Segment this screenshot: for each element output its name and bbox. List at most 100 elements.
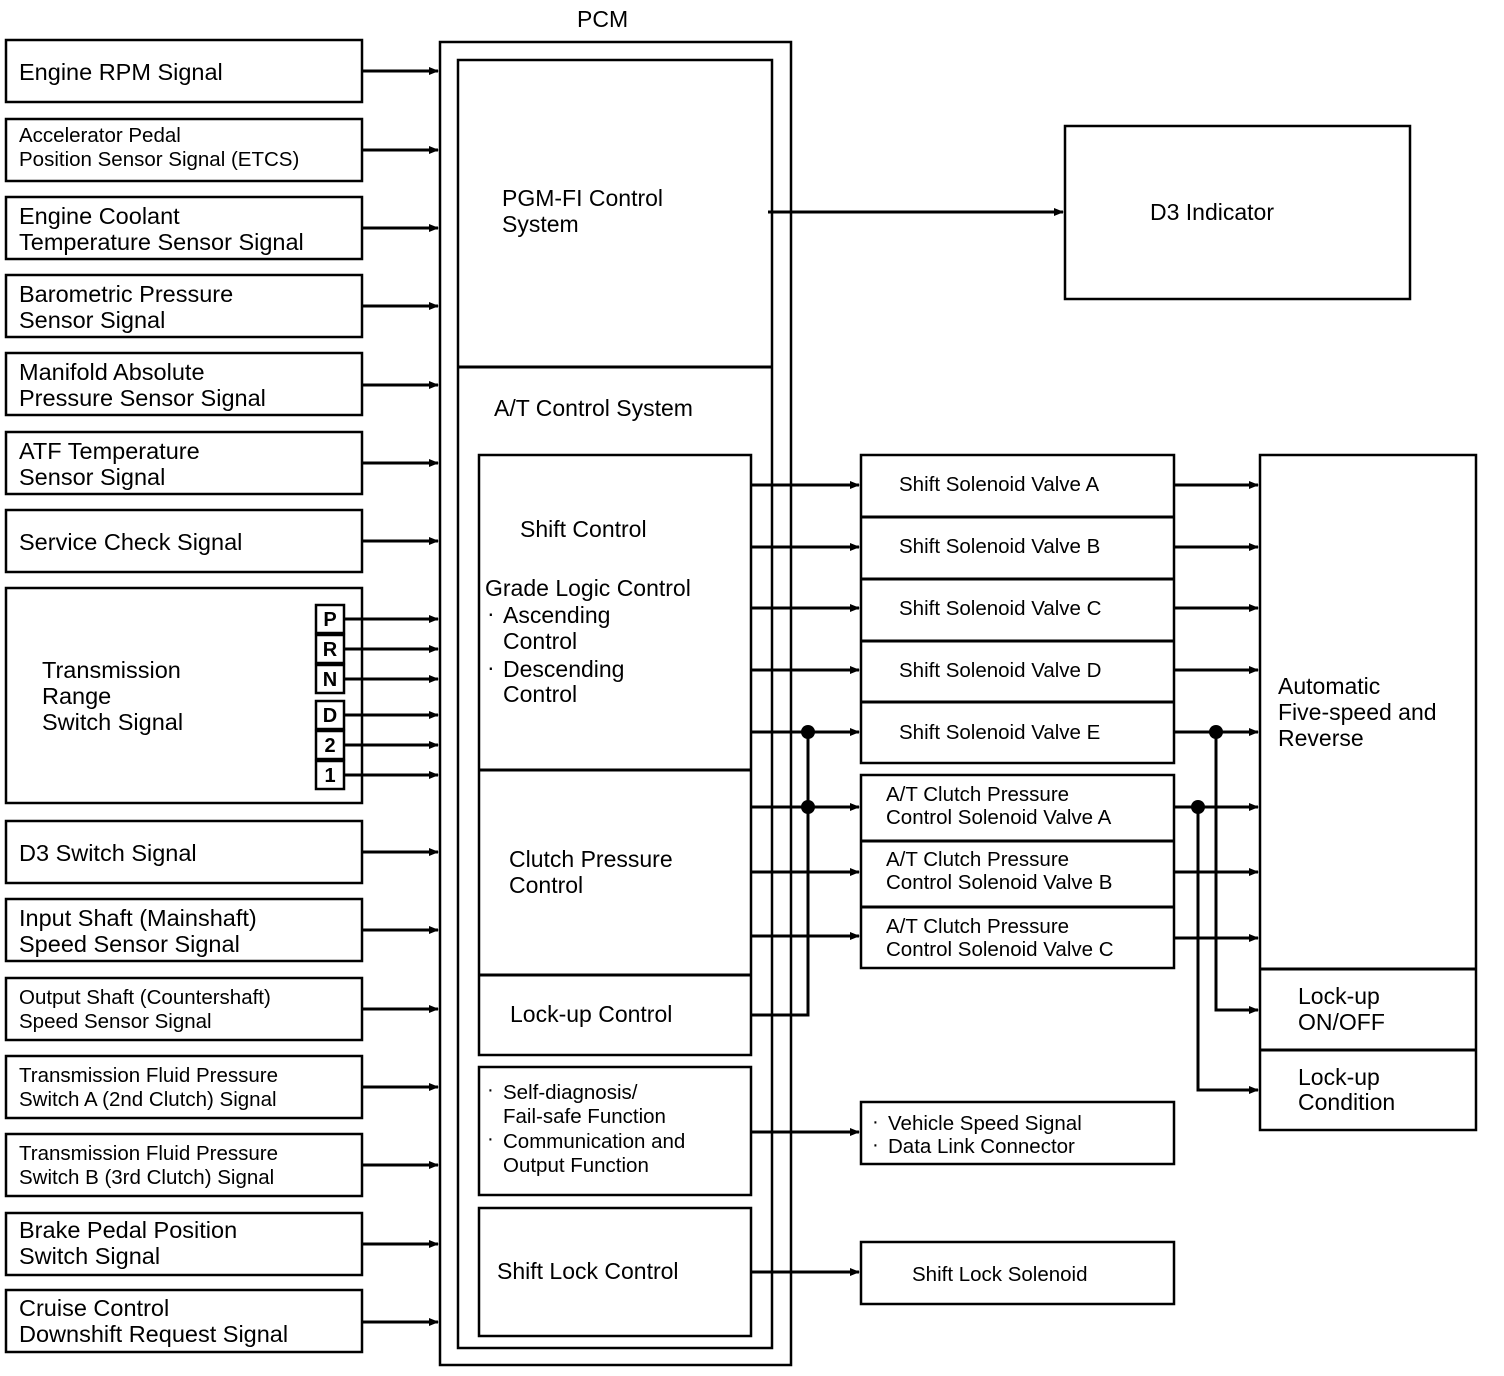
bullet-dot: ·	[872, 1110, 879, 1133]
input-box	[4, 819, 364, 885]
input-label: Engine RPM Signal	[19, 59, 223, 85]
d3-indicator-label: D3 Indicator	[1150, 199, 1274, 225]
shift-solenoid-stack: Shift Solenoid Valve A Shift Solenoid Va…	[859, 453, 1176, 765]
input-label: Speed Sensor Signal	[19, 931, 240, 957]
junction-dot	[801, 800, 815, 814]
shift-solenoid-a-label: Shift Solenoid Valve A	[899, 473, 1100, 496]
clutch-solenoid-b-line1: A/T Clutch Pressure	[886, 848, 1069, 871]
input-label: Cruise Control	[19, 1295, 169, 1321]
input-arrows	[344, 67, 439, 1326]
shift-lock-solenoid-box	[859, 1240, 1176, 1306]
lockup-condition-connector	[1196, 807, 1259, 1094]
range-box-n	[314, 663, 346, 695]
lockup-onoff-connector	[1214, 732, 1259, 1014]
lockup-onoff-line2: ON/OFF	[1298, 1009, 1385, 1035]
input-box	[4, 117, 364, 183]
input-label: Position Sensor Signal (ETCS)	[19, 148, 299, 171]
solenoid-output-arrows	[1174, 481, 1259, 1094]
input-label: Engine Coolant	[19, 203, 180, 229]
shift-solenoid-d-label: Shift Solenoid Valve D	[899, 659, 1101, 682]
self-diagnosis-box	[477, 1065, 753, 1197]
input-label: Switch B (3rd Clutch) Signal	[19, 1166, 274, 1189]
bullet-dot: ·	[487, 654, 495, 680]
at-control-system-title: A/T Control System	[494, 395, 693, 421]
input-label: Downshift Request Signal	[19, 1321, 288, 1347]
input-box	[4, 1132, 364, 1198]
shift-solenoid-b-label: Shift Solenoid Valve B	[899, 535, 1100, 558]
shift-lock-control-box	[477, 1206, 753, 1338]
input-label: Output Shaft (Countershaft)	[19, 986, 271, 1009]
junction-dot	[1191, 800, 1205, 814]
self-diag-line2: Fail-safe Function	[503, 1105, 666, 1128]
shift-control-box	[477, 453, 753, 1057]
input-label: Transmission	[42, 657, 181, 683]
pcm-output-arrows	[751, 481, 860, 1276]
junction-dot	[1209, 725, 1223, 739]
input-box	[4, 195, 364, 261]
range-box-2	[314, 729, 346, 761]
junction-dot	[801, 725, 815, 739]
input-box	[4, 508, 364, 574]
input-box	[4, 38, 364, 104]
d3-indicator-box	[1063, 124, 1412, 301]
input-label: Sensor Signal	[19, 464, 165, 490]
input-box	[4, 273, 364, 339]
input-label: Switch A (2nd Clutch) Signal	[19, 1088, 277, 1111]
transmission-label-line1: Automatic	[1278, 673, 1380, 699]
clutch-solenoid-a-line2: Control Solenoid Valve A	[886, 806, 1112, 829]
bullet-dot: ·	[872, 1133, 879, 1156]
pgmfi-control-system: PGM-FI Control System	[502, 185, 663, 237]
clutch-solenoid-box	[859, 773, 1176, 970]
pgmfi-label-line1: PGM-FI Control	[502, 185, 663, 211]
input-label: Temperature Sensor Signal	[19, 229, 304, 255]
range-letter-p: P	[323, 609, 336, 631]
transmission-block: Automatic Five-speed and Reverse Lock-up…	[1258, 453, 1478, 1132]
bullet-dot: ·	[487, 600, 495, 626]
shift-lock-control-label: Shift Lock Control	[497, 1258, 679, 1284]
input-box	[4, 351, 364, 417]
range-box-r	[314, 633, 346, 665]
self-diag-line1: Self-diagnosis/	[503, 1081, 638, 1104]
input-label: Transmission Fluid Pressure	[19, 1142, 278, 1165]
lockup-condition-line2: Condition	[1298, 1089, 1395, 1115]
bullet-dot: ·	[487, 1078, 494, 1101]
input-label: ATF Temperature	[19, 438, 200, 464]
input-label: Range	[42, 683, 111, 709]
input-label: Barometric Pressure	[19, 281, 233, 307]
input-label: Speed Sensor Signal	[19, 1010, 212, 1033]
range-letter-2: 2	[324, 735, 335, 757]
lockup-control-connector	[751, 732, 810, 1017]
comm-output-box	[859, 1100, 1176, 1166]
clutch-solenoid-b-line2: Control Solenoid Valve B	[886, 871, 1112, 894]
input-label: Accelerator Pedal	[19, 124, 181, 147]
vehicle-speed-signal-label: Vehicle Speed Signal	[888, 1112, 1082, 1135]
transmission-label-line2: Five-speed and	[1278, 699, 1437, 725]
clutch-solenoid-c-line2: Control Solenoid Valve C	[886, 938, 1114, 961]
transmission-label-line3: Reverse	[1278, 725, 1364, 751]
grade-logic-title: Grade Logic Control	[485, 575, 691, 601]
lockup-condition-line1: Lock-up	[1298, 1064, 1380, 1090]
range-letter-r: R	[323, 639, 338, 661]
input-label: Switch Signal	[42, 709, 183, 735]
input-label: Transmission Fluid Pressure	[19, 1064, 278, 1087]
input-box	[4, 1054, 364, 1120]
input-box	[4, 897, 364, 963]
data-link-connector-label: Data Link Connector	[888, 1135, 1075, 1158]
clutch-solenoid-c-line1: A/T Clutch Pressure	[886, 915, 1069, 938]
clutch-solenoid-stack: A/T Clutch Pressure Control Solenoid Val…	[859, 773, 1176, 970]
input-label: Pressure Sensor Signal	[19, 385, 266, 411]
bullet-dot: ·	[487, 1127, 494, 1150]
range-letter-d: D	[323, 705, 337, 727]
input-label: Brake Pedal Position	[19, 1217, 237, 1243]
clutch-pressure-line2: Control	[509, 872, 583, 898]
lockup-control-label: Lock-up Control	[510, 1001, 672, 1027]
transmission-box	[1258, 453, 1478, 1132]
range-letter-1: 1	[324, 765, 335, 787]
range-letter-n: N	[323, 669, 337, 691]
input-signals: Engine RPM Signal Accelerator Pedal Posi…	[4, 38, 364, 1354]
lockup-onoff-line1: Lock-up	[1298, 983, 1380, 1009]
input-label: Manifold Absolute	[19, 359, 205, 385]
input-box	[4, 976, 364, 1042]
clutch-pressure-line1: Clutch Pressure	[509, 846, 673, 872]
